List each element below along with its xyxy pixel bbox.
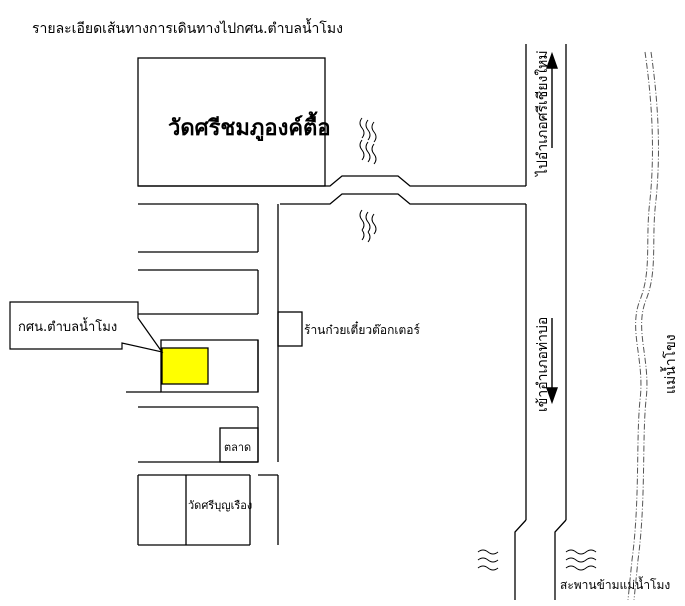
water-symbol-bottom-right xyxy=(565,549,597,571)
shop-box xyxy=(277,311,303,347)
temple-small-label: วัดศรีบุญเรือง xyxy=(188,499,253,512)
market-box xyxy=(219,427,259,463)
bridge-label: สะพานข้ามแม่น้ำโมง xyxy=(560,578,671,592)
shop-label: ร้านก๋วยเตี๋ยวต๊อกเตอร์ xyxy=(304,323,420,337)
road-label-thabo: เข้าอำเภอท่าบ่อ xyxy=(535,316,551,412)
target-building xyxy=(161,347,209,385)
water-symbol-top xyxy=(359,117,377,165)
callout-box xyxy=(9,301,164,353)
temple-main-label: วัดศรีชมภูองค์ตื้อ xyxy=(168,115,331,141)
road-lower-top xyxy=(280,193,526,205)
water-symbol-mid xyxy=(359,209,377,243)
river-label: แม่น้ำโขง xyxy=(663,334,679,394)
market-label: ตลาด xyxy=(224,441,252,454)
road-label-sichiangmai: ไปอำเภอศรีเชียงใหม่ xyxy=(535,50,551,176)
water-symbol-bottom-left xyxy=(477,549,499,571)
road-top xyxy=(138,175,526,187)
map-title: รายละเอียดเส้นทางการเดินทางไปกศน.ตำบลน้ำ… xyxy=(32,21,343,37)
callout-label: กศน.ตำบลน้ำโมง xyxy=(18,320,118,335)
mekong-river xyxy=(627,51,659,601)
